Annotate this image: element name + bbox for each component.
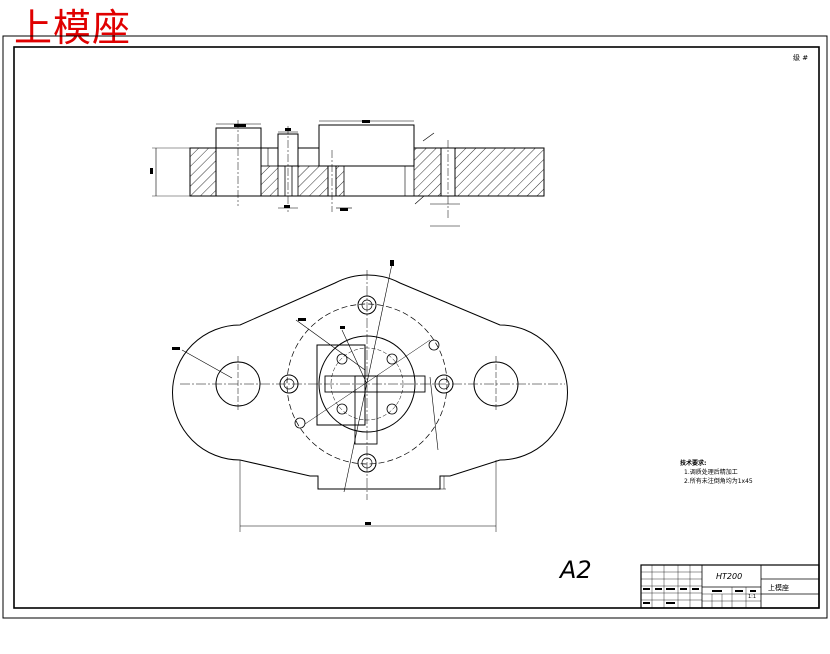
tech-req-item: 2.所有未注倒角均为1x45 <box>684 478 753 485</box>
corner-mark: 级 # <box>793 54 809 62</box>
scale-label: 1:1 <box>748 594 757 600</box>
tech-req-item: 1.调质处理后精加工 <box>684 469 738 476</box>
title-block-marks <box>643 588 756 604</box>
title-block <box>640 564 820 609</box>
tech-req-heading: 技术要求: <box>680 460 707 467</box>
paper-size-label: A2 <box>560 556 592 584</box>
technical-requirements: 技术要求: 1.调质处理后精加工 2.所有未注倒角均为1x45 <box>680 459 753 486</box>
section-view <box>150 120 545 227</box>
part-name-label: 上模座 <box>768 584 789 592</box>
sheet-title: 上模座 <box>14 6 132 50</box>
material-label: HT200 <box>716 572 743 581</box>
plan-view <box>172 260 568 532</box>
outer-border <box>2 35 828 619</box>
drawing-frame <box>13 46 820 609</box>
